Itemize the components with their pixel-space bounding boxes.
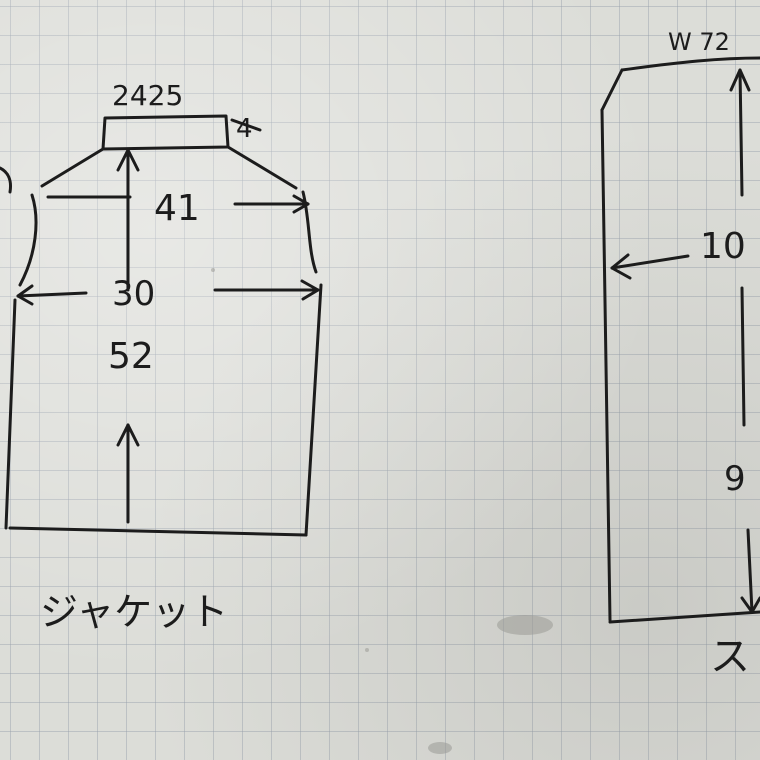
jacket-sleeve-label: 4 xyxy=(236,114,253,144)
jacket-width-label: 30 xyxy=(112,274,155,314)
skirt-hip-label: 10 xyxy=(700,226,746,267)
paper-specks xyxy=(211,268,553,754)
jacket-caption: ジャケット xyxy=(40,590,228,634)
skirt-caption: ス xyxy=(710,634,750,680)
jacket-measure-arrows xyxy=(16,118,320,524)
jacket-outline xyxy=(0,114,323,537)
skirt-labels: W 72 10 9 ス xyxy=(668,28,750,680)
skirt-measure-arrows xyxy=(610,68,760,614)
jacket-chest-upper-label: 41 xyxy=(154,188,200,229)
jacket-labels: 2425 4 41 30 52 ジャケット xyxy=(40,79,253,634)
skirt-length-label: 9 xyxy=(724,459,746,499)
jacket-shoulder-label: 2425 xyxy=(112,79,183,112)
jacket-length-label: 52 xyxy=(108,336,154,377)
skirt-waist-label: W 72 xyxy=(668,28,730,56)
skirt-outline xyxy=(600,56,760,624)
